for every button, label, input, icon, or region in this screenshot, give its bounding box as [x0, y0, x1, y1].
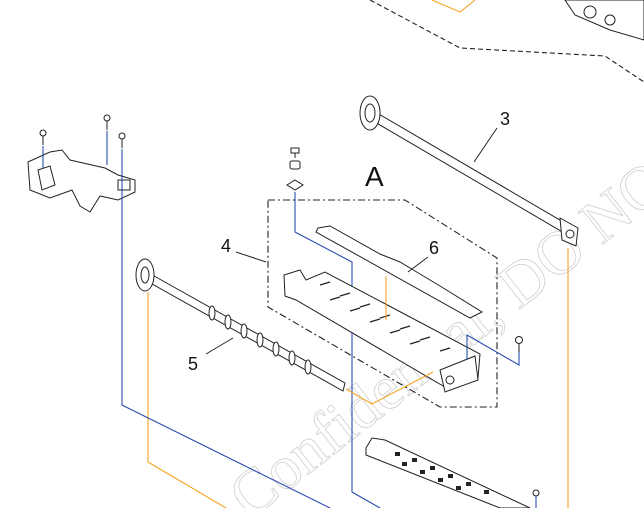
- guide-strip-part-6: [315, 225, 484, 319]
- leader-3: [473, 127, 498, 163]
- blue-leader-right-screw: [466, 334, 520, 366]
- top-right-partial-part: [564, 0, 644, 41]
- callout-5: 5: [188, 354, 198, 374]
- screw-nut-washer-stack: [286, 147, 304, 191]
- top-orange-leader: [431, 0, 476, 13]
- screw-right: [515, 336, 523, 352]
- comb-body-part-4: [283, 269, 481, 393]
- callout-4: 4: [221, 236, 231, 256]
- left-bracket: [27, 149, 136, 213]
- watermark: Confidential, DO NOT: [217, 124, 644, 508]
- blue-leader-center: [294, 192, 381, 508]
- top-assembly-boundary: [369, 0, 644, 83]
- orange-leader-left: [147, 292, 227, 508]
- leader-6: [407, 256, 429, 273]
- blue-leader-left-3: [121, 149, 331, 508]
- orange-leader-roller: [345, 371, 434, 405]
- leader-5: [205, 337, 234, 355]
- callout-6: 6: [429, 238, 439, 258]
- roller-part-5: [135, 258, 346, 392]
- callout-3: 3: [500, 109, 510, 129]
- callout-view-a: A: [365, 161, 384, 192]
- leader-4: [235, 251, 267, 263]
- bottom-partial-part: [365, 437, 531, 508]
- left-screws: [39, 114, 126, 148]
- assembly-boundary-4: [267, 199, 498, 408]
- screw-bottom: [532, 489, 540, 508]
- shaft-part-3: [359, 95, 579, 247]
